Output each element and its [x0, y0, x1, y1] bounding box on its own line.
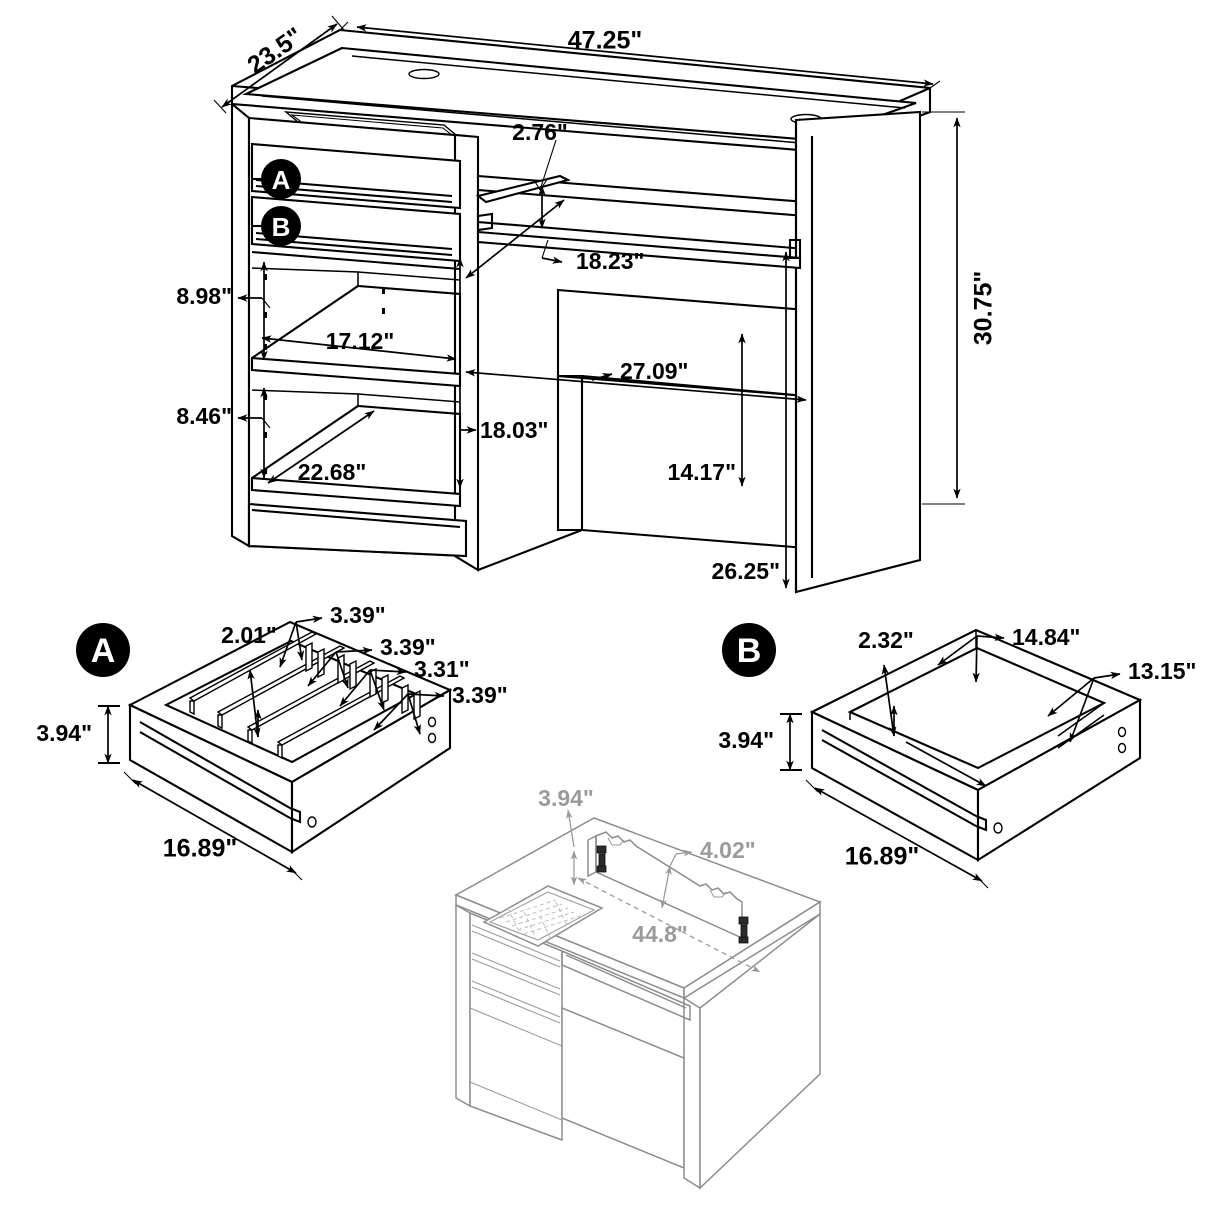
- dim-label-1823: 18.23": [576, 248, 644, 274]
- main-view-dimensions: 47.25" 23.5" 30.75" 2.76" 18.23": [176, 15, 998, 589]
- dim-line-2709: [465, 369, 807, 403]
- dim-line-2268: [267, 410, 375, 484]
- dim-line-depth-235: [221, 23, 338, 108]
- dim-label-2709: 27.09": [620, 358, 688, 384]
- dim-line-width-4725: [356, 24, 934, 87]
- dim-line-h-448: [577, 877, 761, 973]
- dim-label-a-339-3: 3.39": [452, 682, 508, 708]
- drawer-a-screw-hole-icon: [307, 816, 317, 828]
- dim-label-2625: 26.25": [712, 558, 780, 584]
- dim-label-a-201: 2.01": [221, 622, 277, 648]
- dim-label-a-394: 3.94": [36, 720, 92, 746]
- dim-label-1712: 17.12": [326, 328, 394, 354]
- callout-badge-a-main-label: A: [272, 165, 291, 195]
- dim-label-h-448: 44.8": [632, 921, 688, 947]
- dim-line-1823: [465, 199, 565, 279]
- dim-label-2268: 22.68": [298, 459, 366, 485]
- detail-a-badge-label: A: [91, 632, 116, 670]
- hutch-dimensions: 3.94" 4.02" 44.8": [538, 785, 761, 973]
- dim-label-b-1484: 14.84": [1012, 624, 1080, 650]
- dim-label-a-339-1: 3.39": [330, 602, 386, 628]
- dim-line-b-1484: [976, 633, 1005, 641]
- main-view-callout-b[interactable]: B: [252, 206, 301, 246]
- right-side-panel: [794, 110, 922, 594]
- hutch-hardware-bracket-left: [596, 845, 607, 873]
- hutch-inlay-perforation: [499, 899, 581, 943]
- dim-line-a-1689: [132, 779, 297, 874]
- detail-b-badge-label: B: [737, 632, 762, 670]
- dim-line-a-339-1: [295, 615, 323, 624]
- dim-label-1803: 18.03": [480, 417, 548, 443]
- dim-line-b-232: [881, 664, 897, 737]
- main-view-callout-a[interactable]: A: [252, 159, 301, 199]
- dim-label-h-402: 4.02": [700, 837, 756, 863]
- dim-line-1712: [261, 335, 457, 362]
- detail-b-drawer: B: [718, 623, 1196, 889]
- dim-label-h-394: 3.94": [538, 785, 594, 811]
- lower-shelf: [250, 476, 462, 508]
- dim-label-a-1689: 16.89": [163, 835, 237, 863]
- detail-a-dimensions: 3.94" 16.89" 2.01" 3.39" 3.39" 3: [36, 602, 508, 881]
- dim-label-b-394: 3.94": [718, 727, 774, 753]
- cable-grommet-left-icon: [408, 68, 440, 80]
- dim-label-b-1315: 13.15": [1128, 658, 1196, 684]
- detail-b-dimensions: 3.94" 16.89" 2.32" 14.84" 13.15": [718, 624, 1196, 889]
- dim-line-a-339-2: [335, 646, 373, 655]
- dim-label-b-1689: 16.89": [845, 843, 919, 871]
- dim-line-a-201: [247, 669, 261, 738]
- dim-line-a-331: [369, 667, 407, 676]
- callout-badge-b-main-label: B: [272, 212, 291, 242]
- dim-line-b-1689: [814, 787, 983, 882]
- drawer-b-screw-hole-icon: [993, 822, 1003, 834]
- detail-b-badge: B: [722, 623, 776, 677]
- dim-label-846: 8.46": [176, 403, 232, 429]
- detail-a-badge: A: [76, 623, 130, 677]
- dim-line-b-1315: [1093, 671, 1121, 680]
- detail-hutch-desk: 3.94" 4.02" 44.8": [454, 785, 822, 1190]
- dim-label-1417: 14.17": [668, 459, 736, 485]
- dim-label-898: 8.98": [176, 283, 232, 309]
- main-desk-view: 47.25" 23.5" 30.75" 2.76" 18.23": [176, 15, 998, 594]
- dim-label-width-4725: 47.25": [568, 27, 642, 55]
- dim-label-276: 2.76": [512, 119, 568, 145]
- dim-line-a-339-3: [407, 691, 445, 700]
- drawer-a-body: [127, 620, 453, 854]
- dim-label-height-3075: 30.75": [970, 271, 998, 345]
- dim-label-b-232: 2.32": [858, 627, 914, 653]
- dim-label-a-339-2: 3.39": [380, 634, 436, 660]
- detail-a-drawer: A: [36, 602, 508, 881]
- hutch-desk-right-panel: [699, 912, 821, 1190]
- dim-label-a-331: 3.31": [414, 656, 470, 682]
